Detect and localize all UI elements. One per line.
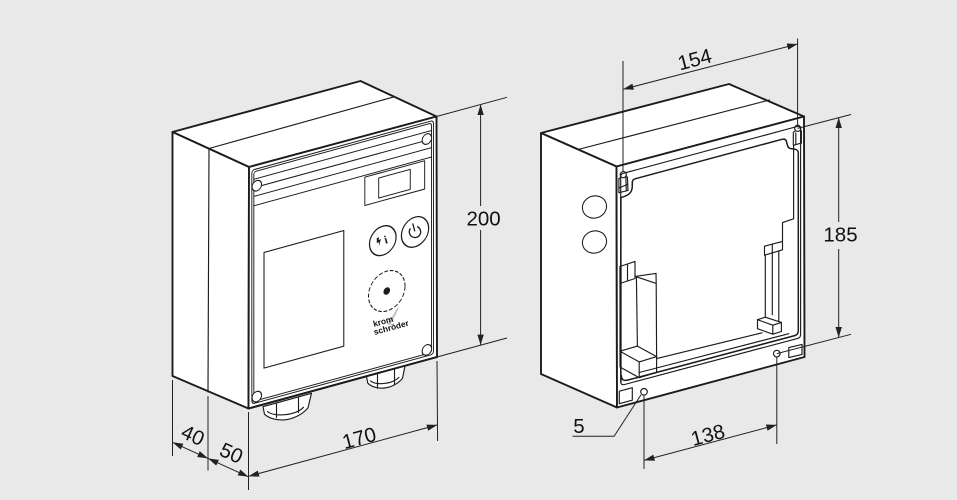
platform-contour xyxy=(620,138,800,382)
reset-button-icons: i xyxy=(376,234,390,247)
dim-label-185: 185 xyxy=(823,224,857,247)
panel-screw-bottom-left xyxy=(251,390,263,403)
dim-label-138: 138 xyxy=(688,420,727,451)
dim-label-200: 200 xyxy=(466,208,500,231)
interior-ledge-back xyxy=(656,332,763,360)
switch-cover-dashed-circle xyxy=(367,269,406,313)
pad-bottom-right xyxy=(788,343,803,359)
dim-label-154: 154 xyxy=(675,44,714,75)
dimension-height-200: 200 xyxy=(436,96,508,358)
front-view: i krom schröder 200 170 xyxy=(171,80,508,490)
hole-bottom-left xyxy=(640,387,648,396)
dim-label-170: 170 xyxy=(340,423,379,454)
power-button xyxy=(400,215,430,248)
lightning-icon xyxy=(376,237,381,247)
front-bottom-edge xyxy=(247,356,438,410)
keyhole-slot-left xyxy=(618,171,629,194)
display-window xyxy=(378,168,411,199)
dimension-hole-row-height-185: 185 xyxy=(776,114,858,355)
cable-gland-left xyxy=(262,392,313,421)
hole-bottom-right xyxy=(772,349,781,358)
dim-label-5: 5 xyxy=(573,415,584,438)
info-label: i xyxy=(383,234,390,247)
front-view-left-face xyxy=(171,131,250,410)
interior-ledge-front xyxy=(638,333,790,374)
panel-seam-outer xyxy=(251,120,435,404)
bracket-left xyxy=(619,260,658,379)
display-bezel xyxy=(364,160,426,206)
knockout-bottom xyxy=(581,230,608,254)
housing-view: 154 185 138 5 xyxy=(540,38,858,469)
cable-gland-right xyxy=(365,365,406,389)
label-field xyxy=(263,229,345,369)
pad-bottom-left xyxy=(618,387,633,405)
dimension-hole-diameter-5: 5 xyxy=(572,394,642,438)
interior-step-right xyxy=(781,144,795,242)
panel-screw-top-right xyxy=(421,133,433,145)
reset-button xyxy=(368,225,397,257)
logo-comet-icon xyxy=(387,306,399,325)
housing-front-rim xyxy=(615,115,806,409)
cover-seam-side xyxy=(207,147,210,393)
cover-seam-top xyxy=(208,96,395,150)
panel-seam-inner xyxy=(253,123,433,402)
power-icon xyxy=(408,223,422,239)
housing-seam-top xyxy=(577,99,771,151)
bracket-right xyxy=(756,240,784,335)
knockout-top xyxy=(581,195,608,219)
switch-cover-dot xyxy=(383,287,391,295)
front-panel xyxy=(251,120,435,404)
housing-left-face xyxy=(540,132,618,409)
panel-screw-top-left xyxy=(251,179,263,192)
panel-band xyxy=(253,130,433,207)
panel-screw-bottom-right xyxy=(421,343,433,356)
